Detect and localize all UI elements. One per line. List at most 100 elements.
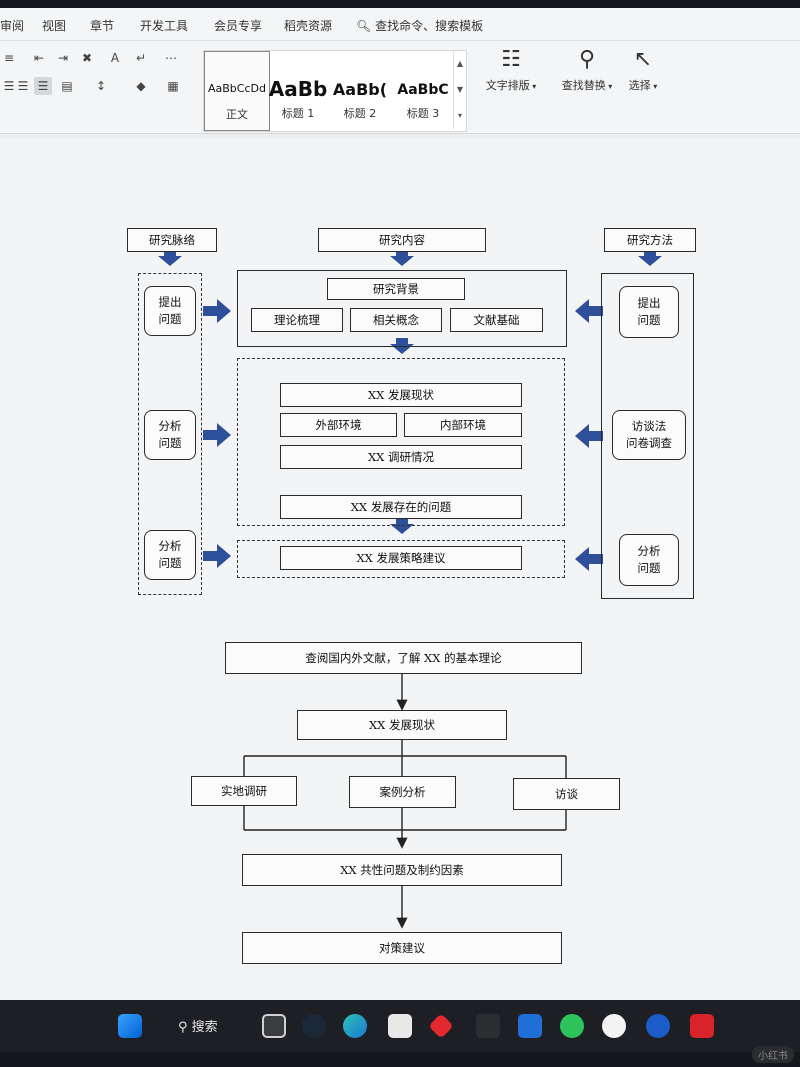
menu-member[interactable]: 会员专享	[214, 19, 263, 33]
menu-docer[interactable]: 稻壳资源	[284, 19, 333, 33]
development-status: XX 发展现状	[280, 383, 522, 407]
cursor-icon: ↖	[633, 47, 653, 72]
store-icon[interactable]	[388, 1014, 412, 1038]
left-column-frame	[138, 273, 202, 595]
literature-basis: 文献基础	[450, 308, 543, 332]
shading-icon[interactable]: ◆	[136, 79, 146, 93]
edge-icon[interactable]	[343, 1014, 367, 1038]
style-name: 标题 2	[343, 107, 377, 120]
search-icon: 🔍︎	[356, 19, 372, 33]
menu-review[interactable]: 审阅	[0, 19, 25, 33]
align-center-icon[interactable]: ☰	[17, 79, 29, 93]
down-arrow-icon	[638, 250, 662, 266]
header-research-content: 研究内容	[318, 228, 486, 252]
windows-start-icon[interactable]	[118, 1014, 142, 1038]
ribbon: ≡ ⇤ ⇥ ✖ A ↵ ⋯ ☰ ☰ ☰ ▤ ↕ ◆ ▦ AaBbCcDd 正文 …	[0, 41, 800, 134]
justify-icon[interactable]: ☰	[34, 77, 52, 95]
menu-bar: 审阅 视图 章节 开发工具 会员专享 稻壳资源 🔍︎ 查找命令、搜索模板	[0, 8, 800, 41]
right-step-analyze-problem: 分析 问题	[619, 534, 679, 586]
right-step-raise-problem: 提出 问题	[619, 286, 679, 338]
find-replace-button[interactable]: ⚲ 查找替换 ▾	[556, 45, 618, 93]
gallery-scrollbar[interactable]: ▲ ▼ ▾	[453, 51, 466, 129]
steam-icon[interactable]	[302, 1014, 326, 1038]
style-sample: AaBb	[268, 77, 328, 101]
style-heading-3[interactable]: AaBbC 标题 3	[392, 51, 454, 129]
find-replace-label: 查找替换	[561, 79, 606, 92]
show-marks-icon[interactable]: ⋯	[165, 51, 177, 65]
menu-chapter[interactable]: 章节	[90, 19, 115, 33]
chevron-down-icon[interactable]: ▼	[456, 85, 464, 94]
expand-icon[interactable]: ▾	[457, 111, 462, 120]
text-layout-button[interactable]: ☷ 文字排版 ▾	[480, 45, 542, 93]
right-column-frame	[601, 273, 694, 599]
header-research-method: 研究方法	[604, 228, 696, 252]
chinese-layout-icon[interactable]: ✖	[81, 51, 93, 65]
section-background-frame	[237, 270, 567, 347]
menu-developer[interactable]: 开发工具	[140, 19, 189, 33]
right-arrow-icon	[203, 299, 231, 323]
select-label: 选择	[628, 79, 651, 92]
screen: 审阅 视图 章节 开发工具 会员专享 稻壳资源 🔍︎ 查找命令、搜索模板 ≡ ⇤…	[0, 8, 800, 1000]
task-view-icon[interactable]	[262, 1014, 286, 1038]
flow-method-case-analysis: 案例分析	[349, 776, 456, 808]
app-tray-icon[interactable]	[476, 1014, 500, 1038]
menu-view[interactable]: 视图	[42, 19, 67, 33]
related-concepts: 相关概念	[350, 308, 442, 332]
header-research-context: 研究脉络	[127, 228, 217, 252]
style-sample: AaBbCcDd	[208, 82, 266, 95]
bullet-list-icon[interactable]: ≡	[3, 51, 15, 65]
app-blue-icon[interactable]	[518, 1014, 542, 1038]
style-gallery: AaBbCcDd 正文 AaBb 标题 1 AaBb( 标题 2 AaBbC 标…	[203, 50, 467, 132]
line-spacing-icon[interactable]: ↕	[95, 79, 107, 93]
external-environment: 外部环境	[280, 413, 397, 437]
internal-environment: 内部环境	[404, 413, 522, 437]
document-page: 研究脉络 研究内容 研究方法 提出 问题 分析 问题 分析 问题 提出 问题 访…	[0, 138, 800, 1000]
left-arrow-icon	[575, 299, 603, 323]
survey-status: XX 调研情况	[280, 445, 522, 469]
connector-arrows	[158, 250, 662, 929]
wps-icon[interactable]	[690, 1014, 714, 1038]
select-button[interactable]: ↖ 选择 ▾	[620, 45, 666, 93]
flow-method-field-research: 实地调研	[191, 776, 297, 806]
flow-step-literature: 查阅国内外文献，了解 XX 的基本理论	[225, 642, 582, 674]
taskbar-search-label: 搜索	[191, 1020, 218, 1035]
borders-icon[interactable]: ▦	[167, 79, 179, 93]
flow-step-status: XX 发展现状	[297, 710, 507, 740]
style-normal[interactable]: AaBbCcDd 正文	[204, 51, 270, 131]
flow-method-interview: 访谈	[513, 778, 620, 810]
research-background: 研究背景	[327, 278, 465, 300]
search-icon: ⚲	[178, 1020, 188, 1035]
increase-indent-icon[interactable]: ⇥	[57, 51, 69, 65]
style-name: 标题 1	[281, 107, 315, 120]
section-status-frame	[237, 358, 565, 526]
app-red-diamond-icon[interactable]	[428, 1013, 454, 1039]
wechat-icon[interactable]	[560, 1014, 584, 1038]
text-layout-icon: ☷	[501, 47, 521, 72]
flow-step-countermeasures: 对策建议	[242, 932, 562, 964]
taskbar-search[interactable]: ⚲ 搜索	[178, 1016, 218, 1035]
flow-step-common-problems: XX 共性问题及制约因素	[242, 854, 562, 886]
sort-icon[interactable]: A	[110, 51, 120, 65]
left-arrow-icon	[575, 547, 603, 571]
text-layout-label: 文字排版	[485, 79, 530, 92]
command-search[interactable]: 🔍︎ 查找命令、搜索模板	[356, 17, 483, 34]
line-break-icon[interactable]: ↵	[135, 51, 147, 65]
qq-icon[interactable]	[602, 1014, 626, 1038]
distributed-icon[interactable]: ▤	[61, 79, 73, 93]
style-heading-2[interactable]: AaBb( 标题 2	[328, 51, 392, 129]
align-left-icon[interactable]: ☰	[3, 79, 15, 93]
style-name: 标题 3	[406, 107, 440, 120]
style-heading-1[interactable]: AaBb 标题 1	[268, 51, 328, 129]
down-arrow-icon	[390, 250, 414, 266]
right-step-interview-survey: 访谈法 问卷调查	[612, 410, 686, 460]
chevron-up-icon[interactable]: ▲	[456, 59, 464, 68]
command-search-text: 查找命令、搜索模板	[375, 19, 484, 33]
search-icon: ⚲	[578, 47, 596, 72]
left-arrow-icon	[575, 424, 603, 448]
development-problems: XX 发展存在的问题	[280, 495, 522, 519]
right-arrow-icon	[203, 423, 231, 447]
decrease-indent-icon[interactable]: ⇤	[33, 51, 45, 65]
style-sample: AaBb(	[332, 80, 388, 99]
app-circle-icon[interactable]	[646, 1014, 670, 1038]
left-step-analyze-problem: 分析 问题	[144, 410, 196, 460]
